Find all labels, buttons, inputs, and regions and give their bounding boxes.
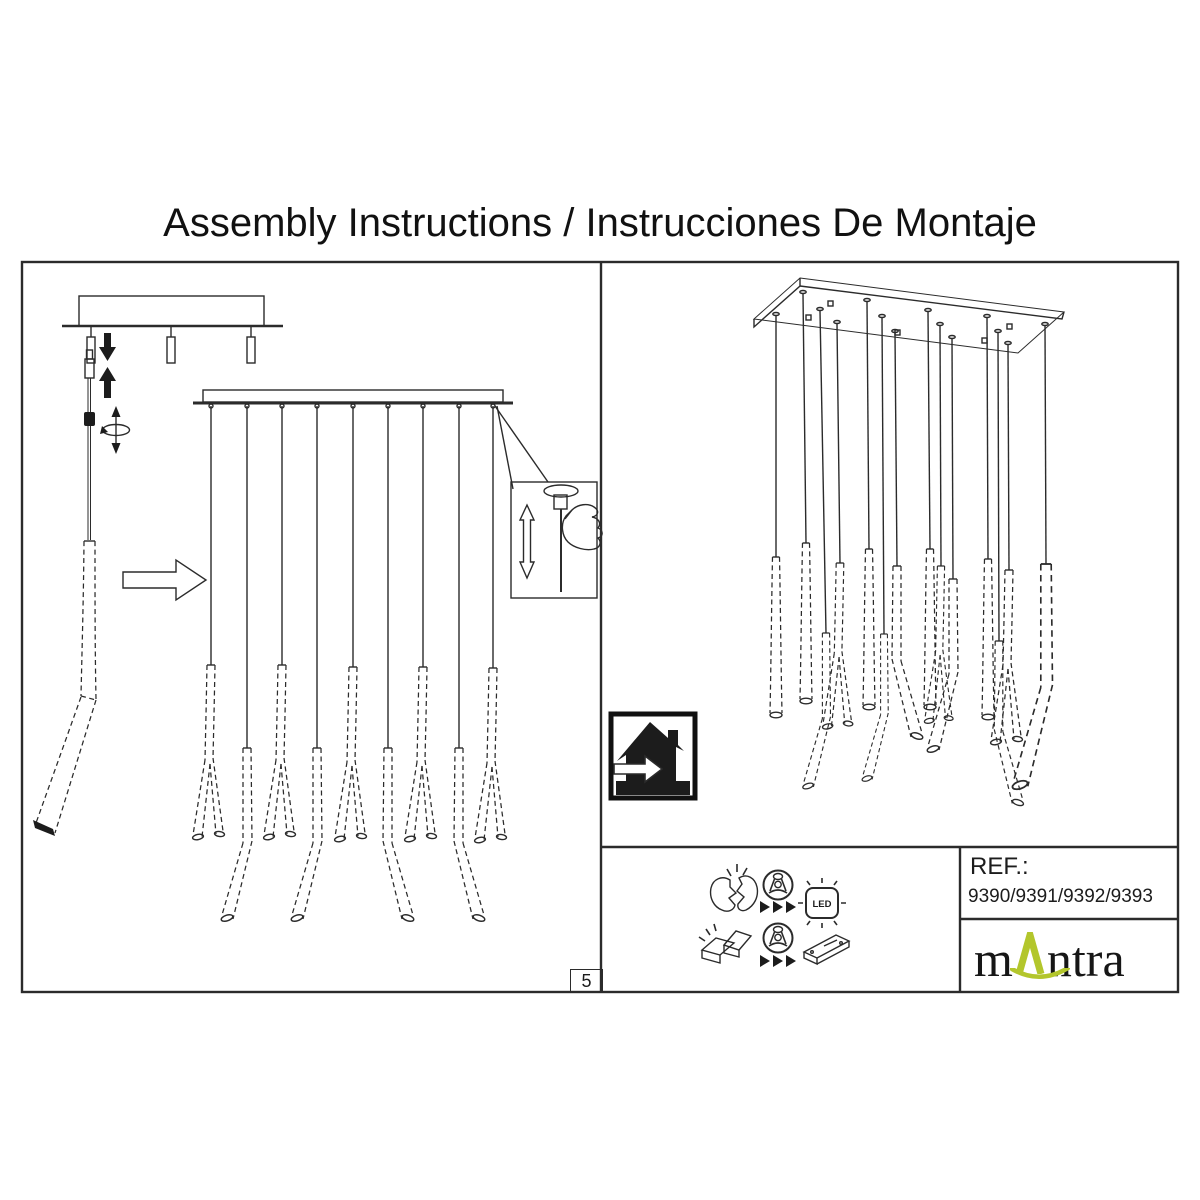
page-number: 5 — [570, 969, 603, 993]
brand-logo-ntra: ntra — [1046, 931, 1125, 987]
brand-smile-icon — [1010, 968, 1070, 979]
canopy-detail-drawing — [62, 295, 283, 364]
indoor-use-icon — [608, 711, 698, 801]
brand-logo: m ntra — [974, 922, 1174, 984]
led-driver-icon — [802, 934, 851, 966]
right-panel-diagram — [608, 277, 1066, 808]
main-assembly-drawing — [191, 389, 513, 924]
ref-numbers: 9390/9391/9392/9393 — [968, 886, 1153, 907]
brand-caret-icon — [1015, 932, 1045, 974]
triple-arrow-icon — [760, 955, 796, 967]
double-arrow-icon — [518, 503, 536, 580]
height-adjust-inset — [494, 405, 603, 599]
qualified-person-icon — [762, 869, 794, 901]
ref-label: REF.: — [970, 853, 1029, 880]
left-panel-diagram — [33, 295, 603, 924]
ceiling-plate-drawing — [752, 277, 1066, 354]
down-arrow-icon — [99, 333, 116, 361]
rotate-icon — [100, 406, 131, 454]
safety-icons-strip: LED — [698, 864, 851, 967]
chandelier-pendants — [769, 542, 1054, 808]
broken-driver-icon — [698, 923, 753, 964]
chandelier-cables — [772, 289, 1049, 642]
svg-text:LED: LED — [813, 899, 832, 910]
sheet-borders — [20, 260, 1180, 994]
brand-logo-m: m — [974, 931, 1013, 987]
led-icon: LED — [798, 878, 846, 928]
qualified-person-icon — [762, 922, 794, 954]
hand-icon — [561, 503, 603, 551]
page-title: Assembly Instructions / Instrucciones De… — [163, 201, 1037, 245]
triple-arrow-icon — [760, 901, 796, 913]
suspension-cable-drawing — [84, 349, 95, 540]
big-right-arrow-icon — [122, 558, 208, 602]
broken-led-icon — [709, 864, 759, 912]
single-pendant-drawing — [33, 540, 97, 836]
up-arrow-icon — [99, 367, 116, 398]
